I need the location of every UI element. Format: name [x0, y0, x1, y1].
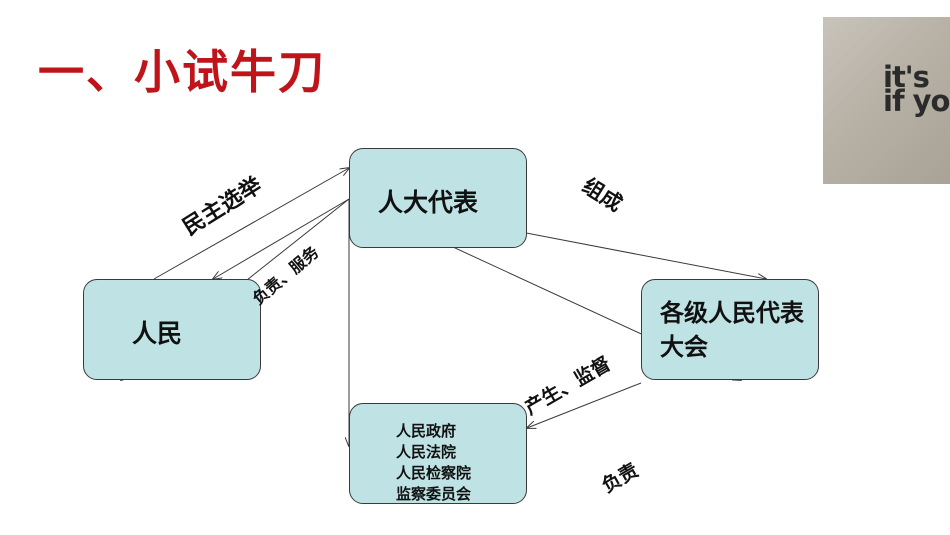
node-representatives: 人大代表: [349, 148, 527, 248]
photo-caption: it's if yo: [883, 60, 950, 118]
organ-item: 人民政府: [396, 422, 457, 440]
node-state-organs: 人民政府 人民法院 人民检察院 监察委员会: [349, 403, 527, 504]
page-title: 一、小试牛刀: [38, 45, 326, 99]
corner-photo: it's if yo: [823, 17, 950, 184]
organ-item: 人民法院: [396, 443, 457, 461]
node-congress: 各级人民代表大会: [641, 279, 819, 380]
node-congress-label: 各级人民代表大会: [660, 299, 804, 361]
edge-congress-to-organs: [527, 382, 642, 428]
node-people: 人民: [83, 279, 261, 380]
edge-representatives-to-people-upper: [213, 198, 350, 279]
organ-item: 人民检察院: [396, 464, 472, 482]
organ-list: 人民政府 人民法院 人民检察院 监察委员会: [396, 421, 471, 505]
photo-caption-line-1: it's: [883, 60, 930, 94]
node-people-label: 人民: [132, 319, 183, 348]
photo-caption-line-2: if yo: [883, 84, 950, 118]
node-representatives-label: 人大代表: [378, 188, 479, 217]
edge-people-to-representatives: [153, 168, 349, 280]
organ-item: 监察委员会: [396, 485, 472, 503]
